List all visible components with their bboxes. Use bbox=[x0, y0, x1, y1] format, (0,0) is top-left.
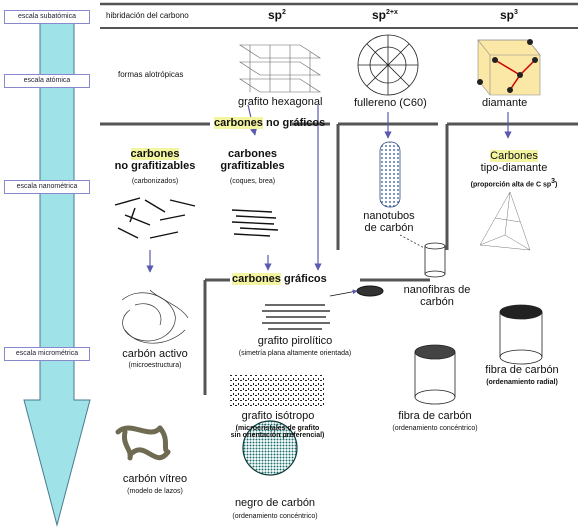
hybridization-label: hibridación del carbono bbox=[106, 11, 189, 20]
graphitizable-sub: (coques, brea) bbox=[215, 178, 290, 185]
header-sp2: sp2 bbox=[268, 8, 286, 22]
nanofiber-illustration bbox=[425, 243, 445, 277]
pyrolytic-title: grafito pirolítico bbox=[240, 335, 350, 347]
graphitizable-title: carbones grafitizables bbox=[215, 148, 290, 172]
graphite-label: grafito hexagonal bbox=[238, 96, 322, 108]
scale-label-nanometric: escala nanométrica bbox=[4, 180, 90, 194]
allotropes-label: formas alotrópicas bbox=[118, 70, 183, 79]
carbon-black-title: negro de carbón bbox=[225, 497, 325, 509]
pyrolytic-sub: (simetría plana altamente orientada) bbox=[215, 350, 375, 357]
activated-carbon-illustration bbox=[122, 290, 188, 343]
diamond-illustration bbox=[477, 39, 540, 95]
nanotube-illustration bbox=[380, 142, 400, 207]
isotropic-title: grafito isótropo bbox=[228, 410, 328, 422]
pyrolytic-illustration bbox=[262, 305, 330, 329]
isotropic-illustration bbox=[230, 375, 325, 407]
header-sp2x: sp2+x bbox=[372, 8, 398, 22]
graphitizable-illustration bbox=[232, 210, 278, 236]
scale-label-micrometric: escala micrométrica bbox=[4, 347, 90, 361]
fiber-concentric-illustration bbox=[415, 345, 455, 404]
scale-arrow bbox=[24, 20, 90, 525]
fiber-concentric-title: fibra de carbón bbox=[380, 410, 490, 422]
header-sp3: sp3 bbox=[500, 8, 518, 22]
vitreous-carbon-illustration bbox=[118, 428, 168, 458]
fullerene-illustration bbox=[358, 35, 418, 95]
vitreous-title: carbón vítreo bbox=[110, 473, 200, 485]
scale-label-subatomic: escala subatómica bbox=[4, 10, 90, 24]
vitreous-sub: (modelo de lazos) bbox=[110, 488, 200, 495]
fullerene-label: fullereno (C60) bbox=[354, 97, 427, 109]
nanotube-to-nanofiber-dash bbox=[400, 235, 428, 250]
pyrolytic-callout-ellipse bbox=[357, 286, 383, 296]
pyrolytic-callout-arrow bbox=[330, 291, 357, 296]
activated-title: carbón activo bbox=[110, 348, 200, 360]
fiber-radial-title: fibra de carbón bbox=[470, 364, 574, 376]
fiber-radial-sub: (ordenamiento radial) bbox=[470, 379, 574, 386]
graphite-lattice-illustration bbox=[240, 45, 320, 92]
fiber-concentric-sub: (ordenamiento concéntrico) bbox=[365, 425, 505, 432]
non-graphitic-title: carbones no gráficos bbox=[214, 117, 325, 129]
activated-sub: (microestructura) bbox=[110, 362, 200, 369]
diamond-like-illustration bbox=[480, 192, 530, 250]
scale-label-atomic: escala atómica bbox=[4, 74, 90, 88]
diamond-like-sub: (proporción alta de C sp3) bbox=[452, 178, 576, 188]
non-graphitizable-sub: (carbonizados) bbox=[110, 178, 200, 185]
non-graphitizable-illustration bbox=[115, 198, 195, 238]
carbon-black-sub: (ordenamiento concéntrico) bbox=[205, 513, 345, 520]
diamond-label: diamante bbox=[482, 97, 527, 109]
fiber-radial-illustration bbox=[500, 305, 542, 364]
graphitic-title: carbones gráficos bbox=[232, 273, 327, 285]
